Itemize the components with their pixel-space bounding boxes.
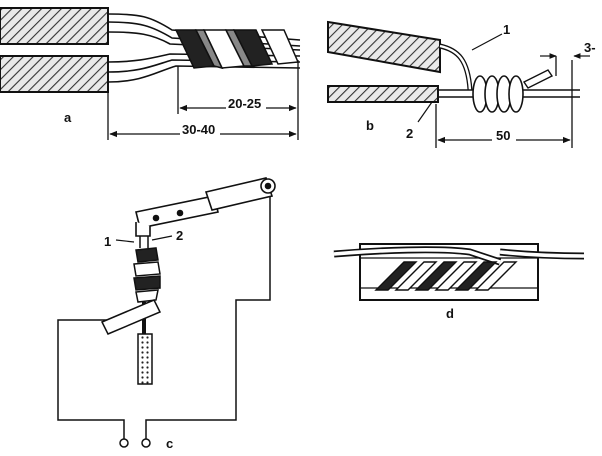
dim-label-50: 50: [496, 128, 510, 143]
dim-label-3: 3-: [584, 40, 596, 55]
welding-clamp: [135, 177, 276, 237]
callout-c-2: 2: [176, 228, 183, 243]
twisted-strands-d: [374, 261, 518, 291]
insulated-conductor-c: [137, 333, 153, 385]
callout-c-1: 1: [104, 234, 111, 249]
insulation-lower: [0, 55, 109, 93]
panel-c: 1 2 c: [57, 177, 276, 451]
panel-b: 1 2 50 3- b: [327, 20, 596, 148]
dim-label-30-40: 30-40: [182, 122, 215, 137]
insulation-upper-b: [327, 20, 441, 74]
twisted-joint: [174, 29, 300, 70]
coil-winding: [472, 75, 524, 113]
callout-b-1: 1: [503, 22, 510, 37]
twisted-wires-c: [133, 236, 161, 334]
dim-label-20-25: 20-25: [228, 96, 261, 111]
panel-label-c: c: [166, 436, 173, 451]
insulation-upper: [0, 7, 109, 45]
carbon-electrode: [100, 299, 162, 335]
bare-conductors: [107, 13, 301, 83]
panel-a: 20-25 30-40 a: [0, 7, 301, 140]
insulation-lower-b: [327, 85, 439, 103]
panel-d: d: [333, 243, 585, 321]
callout-b-2: 2: [406, 126, 413, 141]
panel-label-b: b: [366, 118, 374, 133]
panel-label-d: d: [446, 306, 454, 321]
power-terminals: [119, 438, 151, 448]
panel-label-a: a: [64, 110, 72, 125]
circuit-wire: [57, 190, 271, 440]
